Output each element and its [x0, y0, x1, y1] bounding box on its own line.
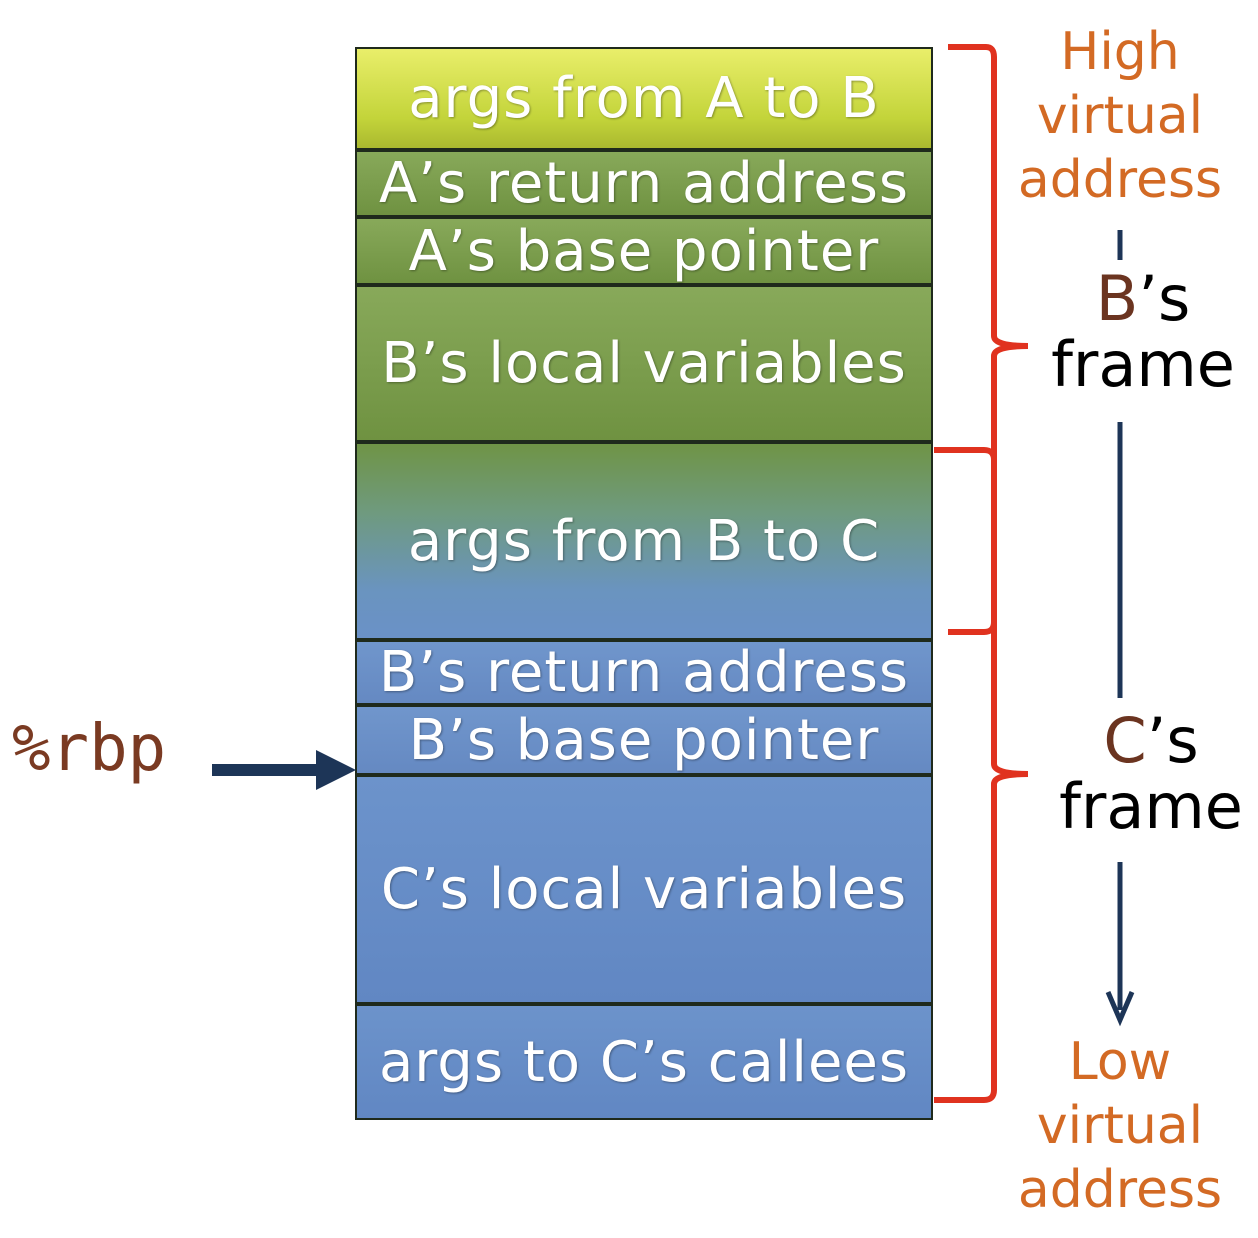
block-label: args to C’s callees: [378, 1029, 910, 1095]
block-label: B’s return address: [378, 640, 910, 705]
block-label: B’s base pointer: [408, 707, 880, 773]
b-frame-bracket: [948, 44, 1029, 440]
b-frame-word: frame: [1051, 328, 1235, 401]
stack-block-b-base-pointer: B’s base pointer: [355, 705, 933, 775]
c-frame-suffix: ’s: [1146, 704, 1199, 777]
c-frame-label: C’s frame: [1046, 708, 1256, 840]
b-frame-suffix: ’s: [1138, 262, 1191, 335]
block-label: args from B to C: [407, 508, 881, 574]
c-frame-word: frame: [1059, 770, 1243, 843]
high-address-line1: High: [1060, 22, 1180, 82]
b-frame-title: B’s: [1038, 266, 1248, 332]
block-label: C’s local variables: [380, 857, 908, 922]
down-arrow-head: [1105, 991, 1135, 1027]
high-address-line3: address: [1017, 150, 1223, 210]
c-frame-title: C’s: [1046, 708, 1256, 774]
stack-block-args-to-c-callees: args to C’s callees: [355, 1004, 933, 1120]
low-address-line3: address: [1017, 1160, 1223, 1220]
stack-block-b-local-variables: B’s local variables: [355, 285, 933, 442]
b-frame-label: B’s frame: [1038, 266, 1248, 398]
b-frame-name: B: [1095, 262, 1139, 335]
block-label: args from A to B: [408, 66, 880, 131]
stack-block-args-a-to-b: args from A to B: [355, 47, 933, 150]
stack-block-a-base-pointer: A’s base pointer: [355, 217, 933, 285]
high-address-line2: virtual: [1036, 86, 1204, 146]
c-frame-name: C: [1103, 704, 1147, 777]
rbp-arrow-head: [316, 750, 356, 790]
c-frame-bracket: [934, 440, 1029, 1103]
stack-block-a-return-address: A’s return address: [355, 150, 933, 217]
high-virtual-address-label: High virtual address: [1010, 20, 1230, 212]
low-address-line2: virtual: [1036, 1096, 1204, 1156]
block-label: B’s local variables: [381, 331, 907, 396]
stack-block-b-return-address: B’s return address: [355, 640, 933, 705]
low-virtual-address-label: Low virtual address: [1010, 1030, 1230, 1222]
stack-block-c-local-variables: C’s local variables: [355, 775, 933, 1004]
block-label: A’s base pointer: [408, 218, 880, 284]
stack-block-args-b-to-c: args from B to C: [355, 442, 933, 640]
block-label: A’s return address: [378, 151, 910, 216]
args-b-to-c-bracket: [934, 447, 997, 635]
low-address-line1: Low: [1068, 1032, 1172, 1092]
rbp-register-label: %rbp: [12, 712, 167, 786]
